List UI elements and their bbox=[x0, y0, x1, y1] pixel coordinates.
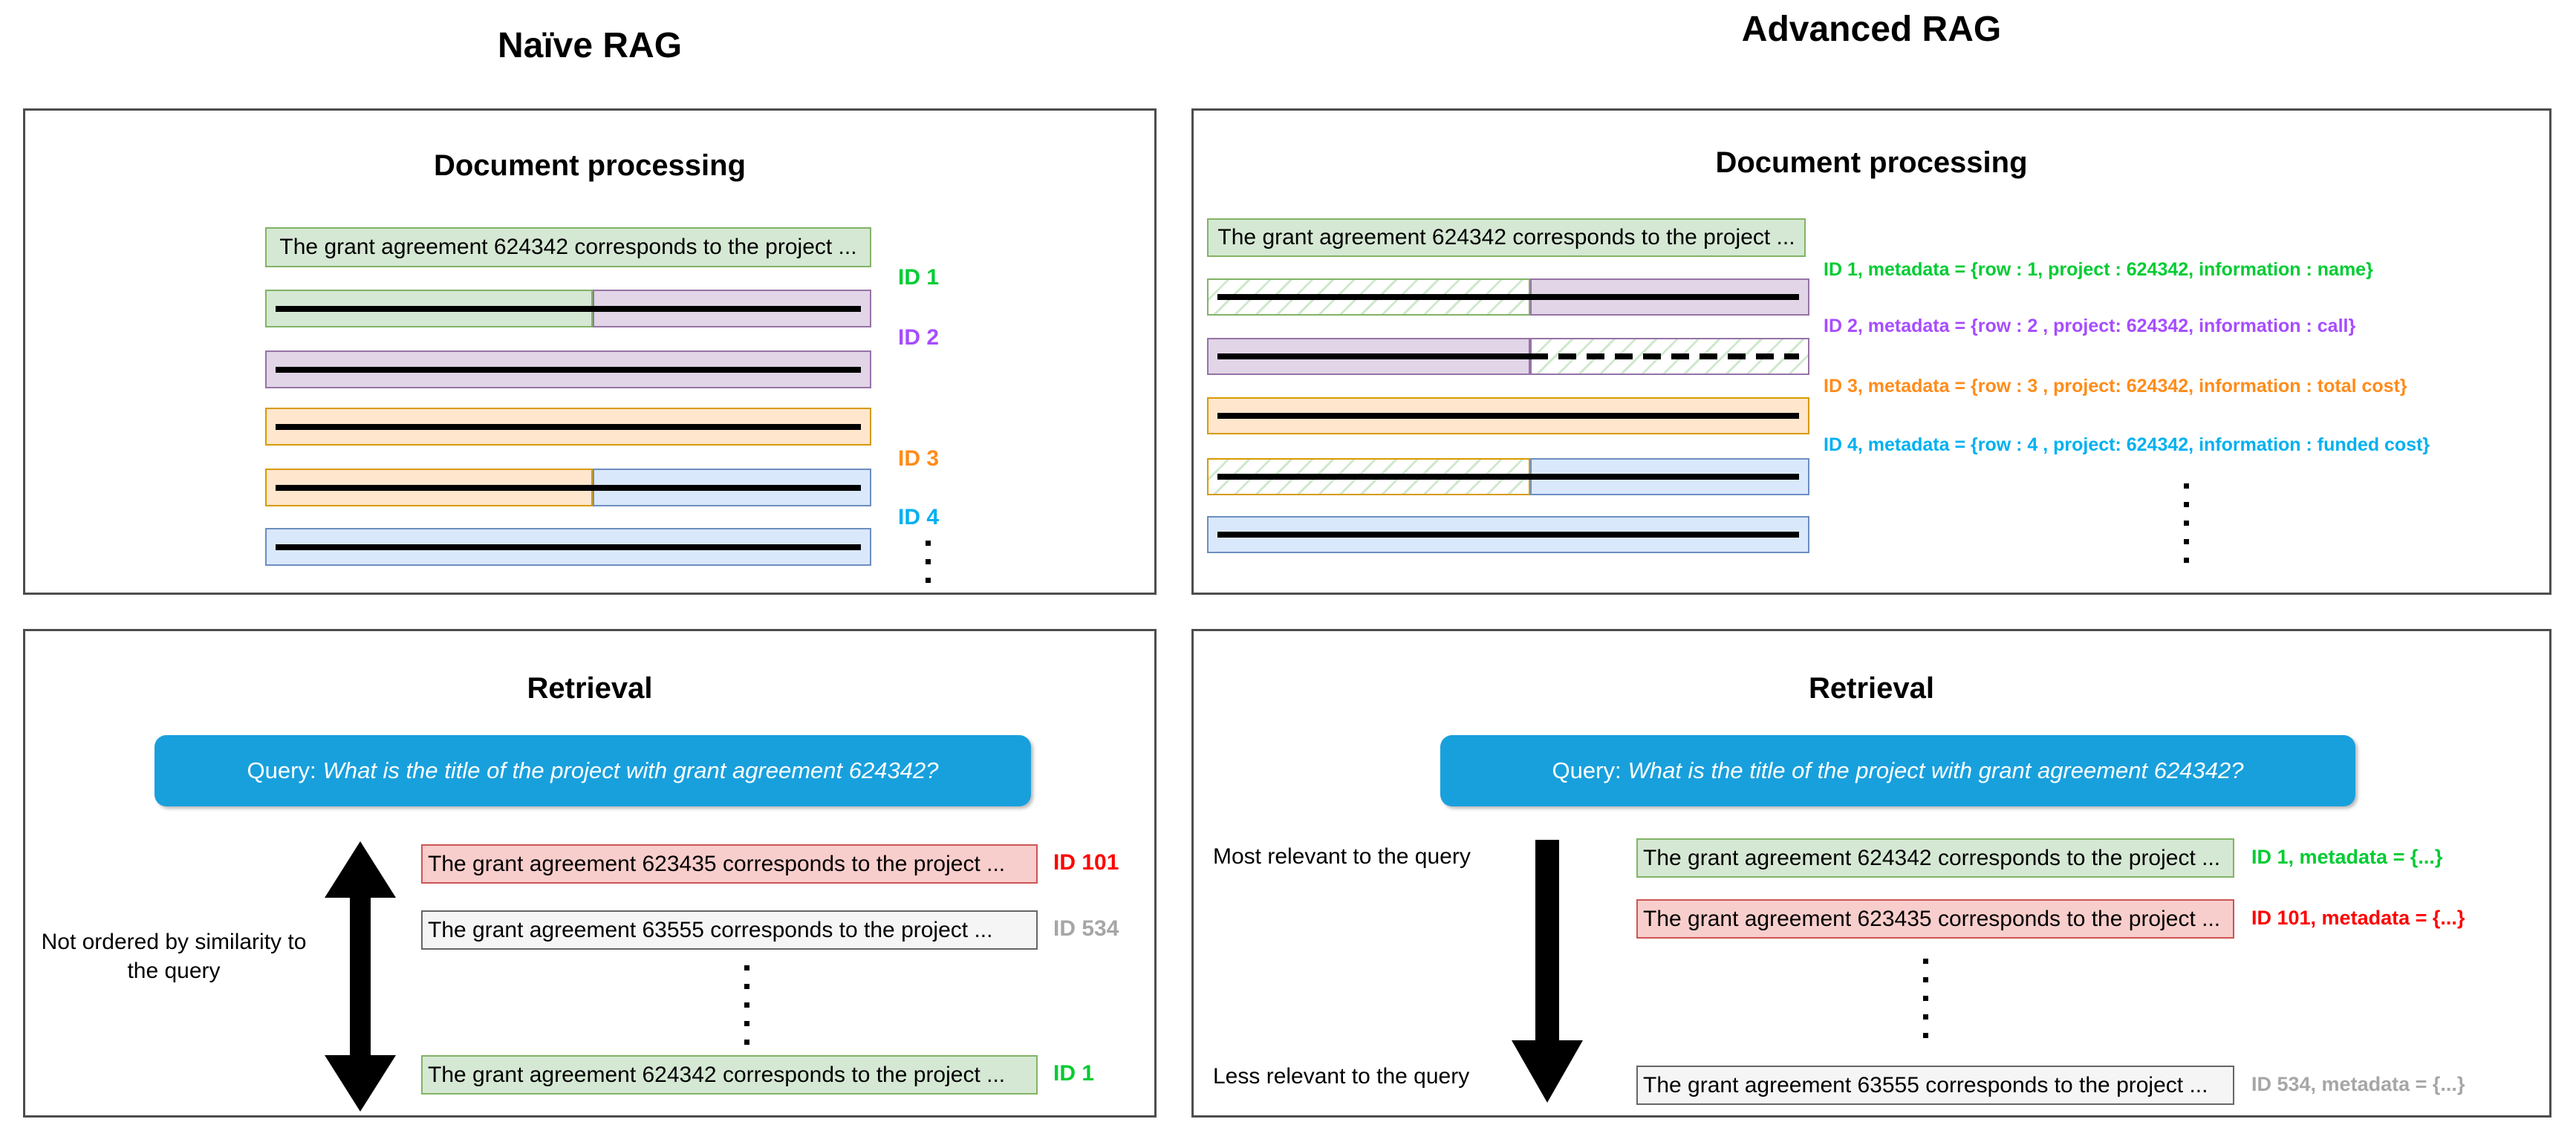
result-id-label-1: ID 1 bbox=[1053, 1061, 1095, 1086]
query-prefix: Query: bbox=[247, 757, 316, 783]
query-box: Query: What is the title of the project … bbox=[155, 735, 1031, 806]
text-line bbox=[1217, 294, 1530, 300]
order-note: Not ordered by similarity to the query bbox=[41, 930, 307, 983]
text-line bbox=[593, 305, 861, 312]
query-box: Query: What is the title of the project … bbox=[1440, 735, 2355, 806]
advanced-rag-title: Advanced RAG bbox=[1741, 10, 2002, 49]
retrieved-chunk-green: The grant agreement 624342 corresponds t… bbox=[1636, 838, 2234, 878]
text-line bbox=[276, 544, 861, 550]
bar-segment-blue bbox=[1530, 458, 1809, 495]
bar-segment-purple bbox=[593, 290, 871, 327]
bar-segment-blue bbox=[593, 469, 871, 506]
panel-heading: Document processing bbox=[1715, 146, 2028, 179]
bar-segment-blue bbox=[1207, 516, 1809, 553]
bar-segment-blue bbox=[265, 528, 871, 566]
ellipsis-dots bbox=[1923, 959, 1928, 1038]
ellipsis-dots bbox=[744, 965, 749, 1045]
retrieved-chunk-gray: The grant agreement 63555 corresponds to… bbox=[1636, 1066, 2234, 1105]
text-line bbox=[276, 423, 861, 430]
text-line bbox=[276, 305, 593, 312]
retrieved-chunk-green: The grant agreement 624342 corresponds t… bbox=[421, 1055, 1038, 1095]
chunk-metadata-label-2: ID 2, metadata = {row : 2 , project: 624… bbox=[1824, 316, 2356, 336]
bar-segment-hatched bbox=[1530, 338, 1809, 375]
retrieved-chunk-red: The grant agreement 623435 corresponds t… bbox=[421, 844, 1038, 884]
retrieved-chunk-text: The grant agreement 624342 corresponds t… bbox=[428, 1062, 1006, 1087]
chunk-id-label-2: ID 2 bbox=[898, 325, 940, 350]
chunk-metadata-label-3: ID 3, metadata = {row : 3 , project: 624… bbox=[1824, 376, 2407, 397]
result-metadata-label-1: ID 1, metadata = {...} bbox=[2251, 846, 2443, 868]
text-line bbox=[276, 366, 861, 373]
source-document-box: The grant agreement 624342 corresponds t… bbox=[265, 227, 871, 267]
text-line bbox=[1217, 353, 1530, 359]
text-line bbox=[1217, 532, 1799, 538]
bar-segment-orange bbox=[1207, 397, 1809, 434]
chunk-metadata-label-1: ID 1, metadata = {row : 1, project : 624… bbox=[1824, 259, 2373, 280]
retrieved-chunk-text: The grant agreement 623435 corresponds t… bbox=[1643, 906, 2221, 931]
text-line bbox=[1530, 294, 1799, 300]
query-question: What is the title of the project with gr… bbox=[322, 757, 939, 783]
panel-heading: Retrieval bbox=[1809, 672, 1934, 705]
chunk-bar-3 bbox=[265, 408, 871, 446]
less-relevant-label: Less relevant to the query bbox=[1213, 1064, 1470, 1089]
source-document-text: The grant agreement 624342 corresponds t… bbox=[279, 235, 857, 259]
chunk-id-label-3: ID 3 bbox=[898, 446, 940, 471]
chunk-bar-2 bbox=[265, 350, 871, 388]
query-prefix: Query: bbox=[1552, 757, 1622, 783]
retrieved-chunk-gray: The grant agreement 63555 corresponds to… bbox=[421, 910, 1038, 950]
advanced-retrieval-panel: Retrieval Query: What is the title of th… bbox=[1191, 629, 2551, 1118]
bar-segment-hatched bbox=[1207, 278, 1530, 316]
chunk-bar-1 bbox=[265, 290, 871, 327]
panel-heading: Document processing bbox=[433, 149, 747, 182]
bar-segment-purple bbox=[1530, 278, 1809, 316]
bar-segment-orange bbox=[265, 408, 871, 446]
text-line bbox=[1217, 413, 1799, 419]
result-id-label-534: ID 534 bbox=[1053, 916, 1119, 941]
result-metadata-label-101: ID 101, metadata = {...} bbox=[2251, 907, 2465, 929]
ellipsis-dots bbox=[926, 541, 931, 583]
bar-segment-orange bbox=[265, 469, 593, 506]
retrieved-chunk-text: The grant agreement 624342 corresponds t… bbox=[1643, 845, 2221, 870]
result-metadata-label-534: ID 534, metadata = {...} bbox=[2251, 1073, 2465, 1095]
chunk-bar-5 bbox=[265, 528, 871, 566]
chunk-id-label-1: ID 1 bbox=[898, 265, 940, 290]
chunk-bar-5 bbox=[1207, 516, 1809, 553]
most-relevant-label: Most relevant to the query bbox=[1213, 844, 1471, 869]
bar-segment-purple bbox=[265, 350, 871, 388]
retrieved-chunk-red: The grant agreement 623435 corresponds t… bbox=[1636, 899, 2234, 939]
ellipsis-dots bbox=[2184, 483, 2189, 563]
naive-rag-title: Naïve RAG bbox=[497, 26, 683, 65]
text-line bbox=[1217, 474, 1530, 480]
text-line bbox=[593, 484, 861, 491]
chunk-bar-4 bbox=[1207, 458, 1809, 495]
chunk-metadata-label-4: ID 4, metadata = {row : 4 , project: 624… bbox=[1824, 434, 2430, 455]
retrieved-chunk-text: The grant agreement 63555 corresponds to… bbox=[428, 917, 993, 942]
source-document-text: The grant agreement 624342 corresponds t… bbox=[1217, 225, 1795, 249]
text-line bbox=[276, 484, 593, 491]
result-id-label-101: ID 101 bbox=[1053, 850, 1119, 875]
chunk-bar-1 bbox=[1207, 278, 1809, 316]
panel-heading: Retrieval bbox=[527, 672, 653, 705]
retrieved-chunk-text: The grant agreement 623435 corresponds t… bbox=[428, 851, 1006, 876]
chunk-id-label-4: ID 4 bbox=[898, 505, 940, 529]
chunk-bar-3 bbox=[1207, 397, 1809, 434]
bar-segment-hatched bbox=[1207, 458, 1530, 495]
bar-segment-green bbox=[265, 290, 593, 327]
dashed-text-line bbox=[1530, 353, 1799, 359]
down-arrow bbox=[1512, 840, 1583, 1103]
bar-segment-purple bbox=[1207, 338, 1530, 375]
naive-retrieval-panel: Retrieval Query: What is the title of th… bbox=[23, 629, 1157, 1118]
naive-document-processing-panel: Document processing The grant agreement … bbox=[23, 108, 1157, 595]
source-document-box: The grant agreement 624342 corresponds t… bbox=[1207, 218, 1806, 257]
double-headed-arrow bbox=[325, 841, 396, 1112]
chunk-bar-2 bbox=[1207, 338, 1809, 375]
advanced-document-processing-panel: Document processing The grant agreement … bbox=[1191, 108, 2551, 595]
text-line bbox=[1530, 474, 1799, 480]
query-question: What is the title of the project with gr… bbox=[1627, 757, 2244, 783]
retrieved-chunk-text: The grant agreement 63555 corresponds to… bbox=[1643, 1072, 2208, 1097]
chunk-bar-4 bbox=[265, 469, 871, 506]
